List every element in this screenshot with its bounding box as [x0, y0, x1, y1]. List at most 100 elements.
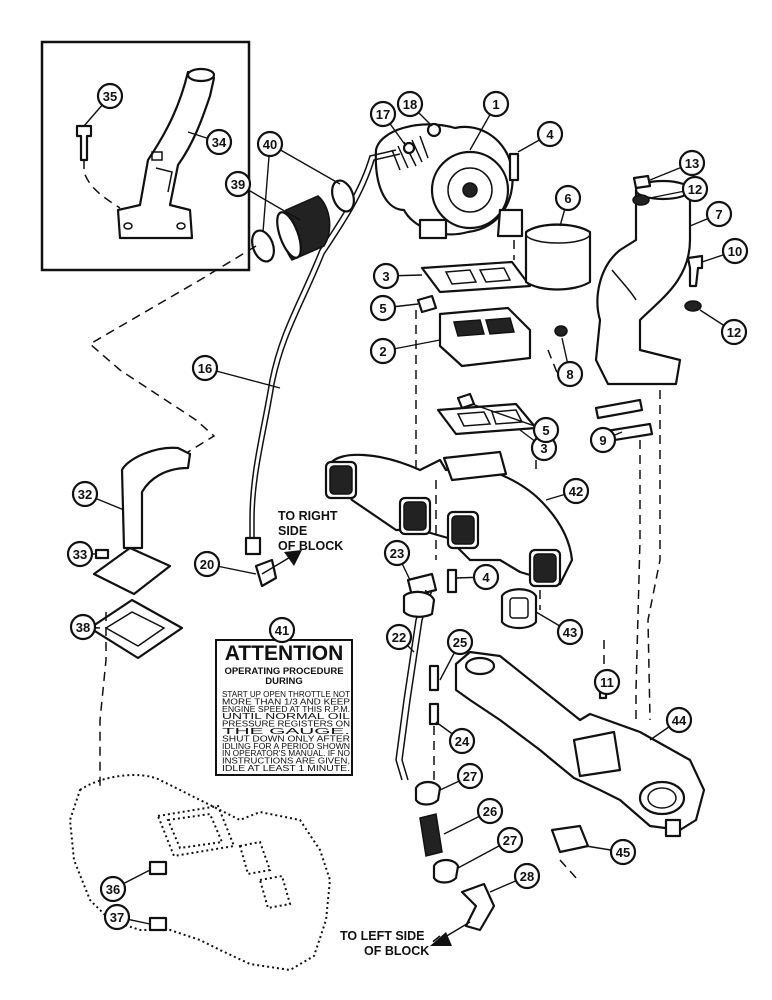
callout-number: 27 — [503, 833, 517, 848]
callout-circle — [678, 149, 706, 177]
callout-32: 32 — [71, 480, 99, 508]
note-right-line-2: SIDE — [278, 524, 307, 538]
callout-number: 39 — [231, 177, 245, 192]
callout-number: 4 — [482, 570, 490, 585]
callout-circle — [369, 294, 397, 322]
callout-circle — [536, 120, 564, 148]
callout-number: 43 — [563, 625, 577, 640]
sleeve — [524, 223, 592, 291]
callout-28: 28 — [513, 862, 541, 890]
callout-number: 28 — [520, 869, 534, 884]
callout-circle — [476, 797, 504, 825]
exhaust-tube — [395, 589, 436, 781]
callout-number: 17 — [376, 107, 390, 122]
callout-number: 6 — [564, 191, 571, 206]
callout-number: 12 — [727, 325, 741, 340]
callout-number: 13 — [685, 156, 699, 171]
attention-line: PRESSURE REGISTERS ON — [222, 719, 350, 729]
callout-16: 16 — [191, 354, 219, 382]
callout-number: 3 — [382, 269, 389, 284]
callout-number: 12 — [688, 182, 702, 197]
callout-circle — [721, 237, 749, 265]
callout-circle — [369, 337, 397, 365]
callout-circle — [191, 354, 219, 382]
callout-24: 24 — [448, 727, 476, 755]
callout-number: 9 — [599, 433, 606, 448]
attention-line: IN OPERATOR'S MANUAL. IF NO — [222, 748, 350, 758]
callout-circle — [513, 862, 541, 890]
callout-circle — [193, 550, 221, 578]
callout-circle — [554, 184, 582, 212]
callout-11: 11 — [593, 668, 621, 696]
callout-circle — [446, 628, 474, 656]
callout-circle — [589, 426, 617, 454]
callout-number: 33 — [73, 547, 87, 562]
callout-leader-line — [269, 143, 341, 185]
callout-circle — [372, 262, 400, 290]
callout-circle — [681, 175, 709, 203]
callout-number: 11 — [600, 675, 614, 690]
callout-circle — [556, 618, 584, 646]
callout-39: 39 — [224, 170, 252, 198]
callout-8: 8 — [556, 360, 584, 388]
callout-12: 12 — [720, 318, 748, 346]
callout-circle — [593, 668, 621, 696]
outlet-pipe — [88, 446, 192, 660]
callout-circle — [69, 613, 97, 641]
attention-line: UNTIL NORMAL OIL — [222, 711, 350, 721]
callout-circle — [268, 616, 296, 644]
assembly-lines — [88, 240, 661, 945]
callout-number: 27 — [463, 769, 477, 784]
callout-number: 44 — [672, 713, 687, 728]
callout-circle — [562, 477, 590, 505]
callout-7: 7 — [705, 200, 733, 228]
callout-number: 26 — [483, 804, 497, 819]
exhaust-manifold — [324, 450, 574, 588]
callout-25: 25 — [446, 628, 474, 656]
arrow-left-side — [430, 921, 471, 946]
callout-37: 37 — [103, 903, 131, 931]
attention-title: ATTENTION — [225, 642, 344, 665]
callout-5: 5 — [369, 294, 397, 322]
callout-4: 4 — [536, 120, 564, 148]
note-right-line-3: OF BLOCK — [278, 539, 343, 553]
attention-line: IDLE AT LEAST 1 MINUTE. — [222, 763, 350, 773]
callout-45: 45 — [609, 838, 637, 866]
callout-2: 2 — [369, 337, 397, 365]
callout-27: 27 — [496, 826, 524, 854]
flange-gaskets — [406, 572, 590, 854]
callout-circle — [396, 90, 424, 118]
callout-number: 45 — [616, 845, 630, 860]
fittings — [254, 558, 608, 932]
callout-number: 24 — [455, 734, 470, 749]
callout-circle — [385, 623, 413, 651]
callout-number: 36 — [106, 882, 120, 897]
callout-number: 32 — [78, 487, 92, 502]
callout-38: 38 — [69, 613, 97, 641]
callout-circle — [71, 480, 99, 508]
attention-subtitle-1: OPERATING PROCEDURE — [224, 666, 343, 677]
callout-circle — [472, 563, 500, 591]
spacer-and-gaskets — [420, 260, 538, 436]
callout-number: 37 — [110, 910, 124, 925]
callout-10: 10 — [721, 237, 749, 265]
callout-26: 26 — [476, 797, 504, 825]
callout-41: 41 — [268, 616, 296, 644]
callout-number: 22 — [392, 630, 406, 645]
note-right-side: TO RIGHT SIDE OF BLOCK — [278, 509, 343, 553]
callout-43: 43 — [556, 618, 584, 646]
callout-number: 25 — [453, 635, 467, 650]
callout-35: 35 — [96, 82, 124, 110]
callout-circle — [665, 706, 693, 734]
callout-number: 34 — [212, 135, 227, 150]
callout-leader-line — [262, 143, 271, 233]
callout-circle — [456, 762, 484, 790]
callout-number: 3 — [540, 441, 547, 456]
callout-circle — [720, 318, 748, 346]
outlet-elbow — [594, 179, 692, 386]
callout-number: 10 — [728, 244, 742, 259]
callout-circle — [205, 128, 233, 156]
note-left-line-1: TO LEFT SIDE — [340, 929, 425, 943]
callout-number: 8 — [566, 367, 573, 382]
attention-decal: ATTENTION OPERATING PROCEDURE DURING STA… — [215, 639, 353, 776]
